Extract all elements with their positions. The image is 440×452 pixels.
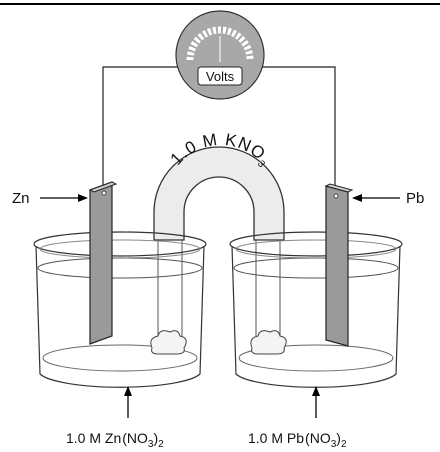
- left-solution-surface: [37, 257, 203, 279]
- right-solution-arrow-icon: [312, 386, 320, 418]
- left-solution-arrow-icon: [124, 386, 132, 418]
- lead-arrow-icon: [352, 194, 400, 202]
- voltmeter-dial-icon: [186, 26, 254, 61]
- lead-label: Pb: [406, 190, 424, 207]
- left-cotton-plug: [150, 330, 187, 355]
- right-solution-surface: [233, 257, 399, 279]
- volts-label: Volts: [206, 69, 235, 84]
- zinc-label: Zn: [12, 190, 30, 207]
- voltmeter: Volts: [175, 10, 265, 100]
- right-cotton-plug: [250, 330, 287, 355]
- right-solution-label: 1.0 M Pb(NO3)2: [248, 430, 347, 450]
- lead-electrode: [324, 183, 354, 347]
- salt-bridge-tube: [153, 146, 285, 241]
- circuit-wires: [102, 66, 336, 186]
- zinc-electrode: [88, 181, 118, 345]
- left-solution-label: 1.0 M Zn(NO3)2: [66, 430, 164, 450]
- volts-label-box: [197, 66, 243, 86]
- left-beaker: [33, 231, 207, 388]
- zinc-arrow-icon: [40, 194, 88, 202]
